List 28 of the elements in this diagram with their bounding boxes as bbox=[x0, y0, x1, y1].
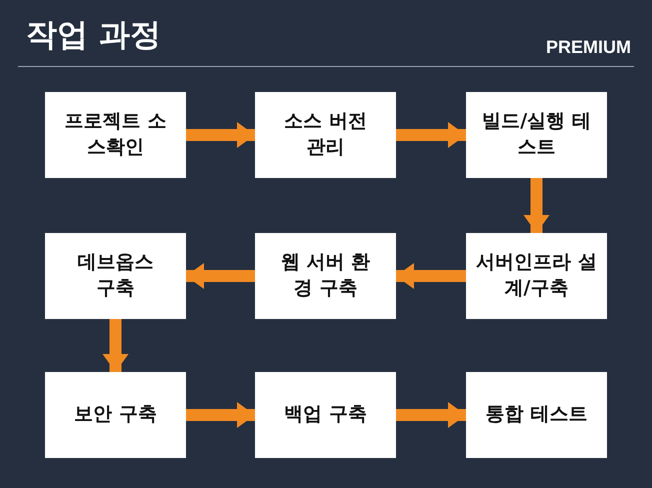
process-box bbox=[45, 92, 186, 178]
arrow bbox=[396, 402, 466, 428]
page-title: 작업 과정 bbox=[26, 16, 161, 55]
process-box bbox=[45, 233, 186, 319]
process-box bbox=[45, 372, 186, 458]
arrow bbox=[524, 178, 550, 233]
process-box bbox=[466, 233, 607, 319]
process-box bbox=[466, 372, 607, 458]
arrow bbox=[396, 263, 466, 289]
step-label: 보안 구축 bbox=[74, 402, 157, 428]
step-label: 빌드/실행 테스트 bbox=[482, 109, 592, 160]
arrow bbox=[186, 122, 255, 148]
process-box bbox=[255, 372, 396, 458]
process-box bbox=[255, 92, 396, 178]
arrow bbox=[186, 402, 255, 428]
process-box bbox=[466, 92, 607, 178]
step-label: 소스 버전 관리 bbox=[283, 109, 368, 160]
arrow bbox=[186, 263, 255, 289]
process-box bbox=[255, 233, 396, 319]
step-label: 서버인프라 설계/구축 bbox=[475, 250, 598, 301]
step-label: 웹 서버 환경 구축 bbox=[280, 250, 372, 301]
step-label: 백업 구축 bbox=[284, 402, 367, 428]
step-label: 프로젝트 소스확인 bbox=[64, 109, 168, 160]
arrow bbox=[396, 122, 466, 148]
step-label: 통합 테스트 bbox=[486, 402, 588, 428]
arrow bbox=[102, 319, 128, 372]
tier-label: PREMIUM bbox=[546, 37, 631, 58]
step-label: 데브옵스 구축 bbox=[76, 250, 154, 301]
